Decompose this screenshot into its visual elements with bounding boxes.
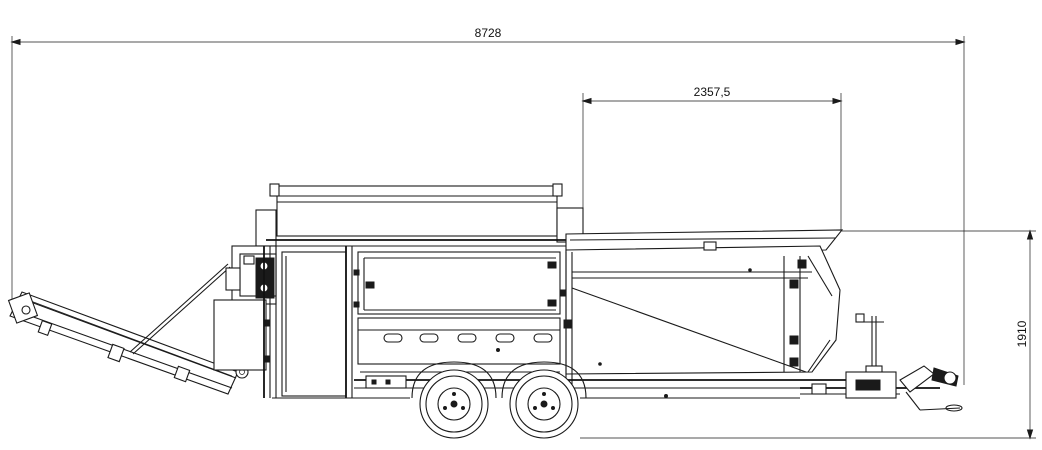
drum-cover <box>255 183 584 247</box>
feed-hopper <box>565 229 844 388</box>
discharge-conveyor <box>7 263 249 395</box>
height-dimension: 1910 <box>580 229 1036 440</box>
overall-length-dimension: 8728 <box>10 26 966 385</box>
overall-length-label: 8728 <box>475 26 502 40</box>
drawbar-hitch <box>800 313 963 412</box>
wheel-rear-axle <box>501 361 587 439</box>
main-body <box>213 245 860 399</box>
wheel-front-axle <box>411 361 497 439</box>
hopper-length-label: 2357,5 <box>694 85 731 99</box>
height-label: 1910 <box>1015 320 1029 347</box>
hopper-length-dimension: 2357,5 <box>581 85 843 238</box>
